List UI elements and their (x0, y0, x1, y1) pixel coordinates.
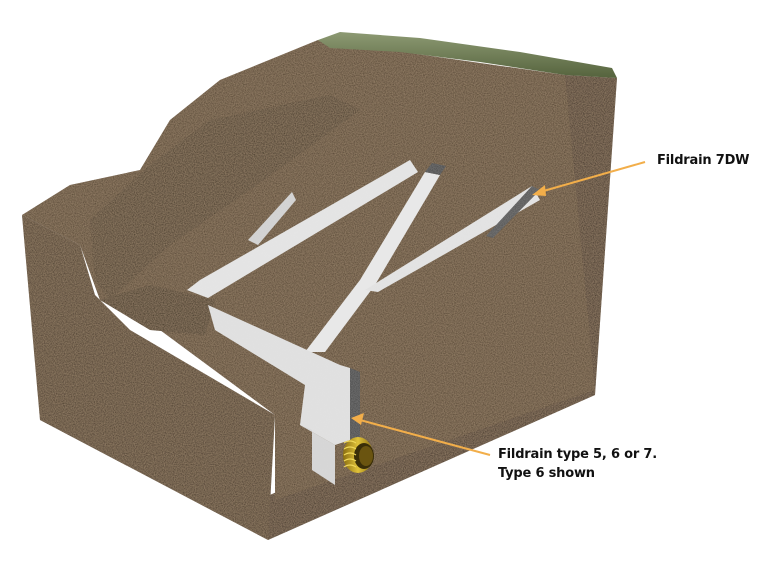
callout-text-line2: Type 6 shown (498, 466, 595, 481)
callout-text: Fildrain 7DW (657, 153, 750, 168)
stepped-terrace (90, 95, 360, 300)
callout-text-line1: Fildrain type 5, 6 or 7. (498, 447, 657, 462)
branch-drain-left (187, 160, 418, 298)
perforated-pipe (343, 437, 374, 473)
callout-arrow-type (351, 413, 491, 456)
herringbone-branch-drains (187, 160, 540, 352)
collector-drain-face (300, 425, 335, 485)
callout-label-fildrain-7dw: Fildrain 7DW (657, 151, 749, 170)
branch-drain-left-spur (248, 192, 296, 245)
soil-front-face (22, 215, 275, 540)
branch-drain-right (365, 186, 540, 292)
soil-right-face (258, 75, 617, 540)
collector-drain-trench (208, 305, 360, 485)
callout-arrow-7dw (532, 161, 646, 196)
callout-label-fildrain-type: Fildrain type 5, 6 or 7. Type 6 shown (498, 445, 657, 483)
grass-top (318, 32, 617, 78)
collector-drain-top (208, 305, 350, 445)
branch-drain-center (305, 172, 440, 352)
branch-drain-center-core (425, 163, 446, 175)
collector-drain-core (350, 368, 360, 448)
soil-block (22, 40, 617, 540)
terrace-highlight (100, 285, 215, 335)
branch-drain-right-core (486, 186, 540, 238)
